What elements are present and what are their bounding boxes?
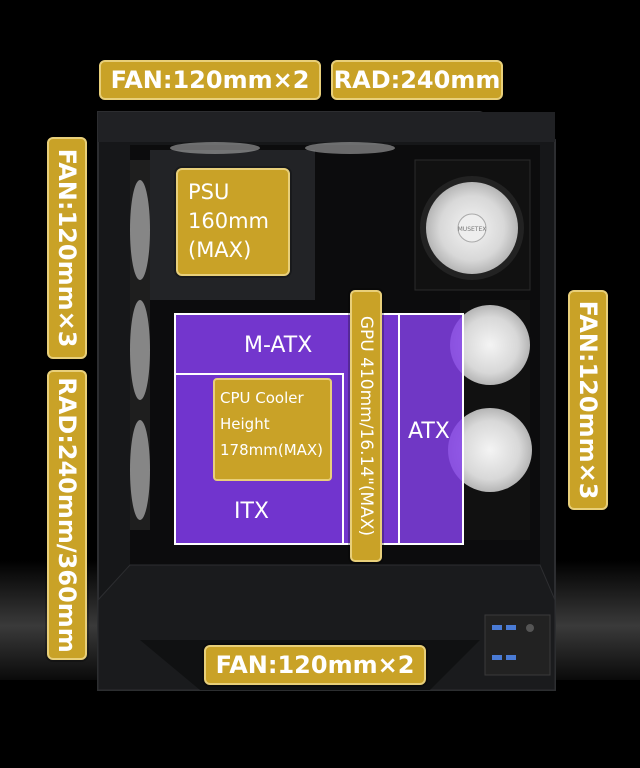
atx-label: ATX <box>408 419 450 444</box>
top-fans <box>170 142 395 154</box>
left-rad-text: RAD:240mm/360mm <box>53 377 81 653</box>
right-fan-text: FAN:120mm×3 <box>574 300 602 500</box>
fan-brand-label: MUSETEX <box>458 226 487 233</box>
io-panel <box>484 614 551 676</box>
right-fan-label: FAN:120mm×3 <box>568 290 608 510</box>
gpu-label: GPU 410mm/16.14"(MAX) <box>350 290 382 562</box>
left-rad-label: RAD:240mm/360mm <box>47 370 87 660</box>
cpu-line3: 178mm(MAX) <box>220 441 324 459</box>
top-fan-label: FAN:120mm×2 <box>99 60 321 100</box>
gpu-text: GPU 410mm/16.14"(MAX) <box>356 315 376 537</box>
bottom-fan-label: FAN:120mm×2 <box>204 645 426 685</box>
cpu-line2: Height <box>220 415 270 433</box>
left-fan-text: FAN:120mm×3 <box>53 148 81 348</box>
cpu-cooler-label: CPU Cooler Height 178mm(MAX) <box>213 378 332 481</box>
psu-line2: 160mm <box>188 209 269 233</box>
top-rad-label: RAD:240mm <box>331 60 503 100</box>
matx-label: M-ATX <box>244 333 313 358</box>
left-fan-label: FAN:120mm×3 <box>47 137 87 359</box>
cpu-line1: CPU Cooler <box>220 389 304 407</box>
psu-line3: (MAX) <box>188 238 252 262</box>
rear-fan: MUSETEX <box>420 176 524 280</box>
side-fans-right <box>448 300 532 540</box>
itx-label: ITX <box>234 499 269 524</box>
psu-label: PSU 160mm (MAX) <box>176 168 290 276</box>
front-fans-left <box>130 160 150 530</box>
psu-line1: PSU <box>188 180 230 204</box>
